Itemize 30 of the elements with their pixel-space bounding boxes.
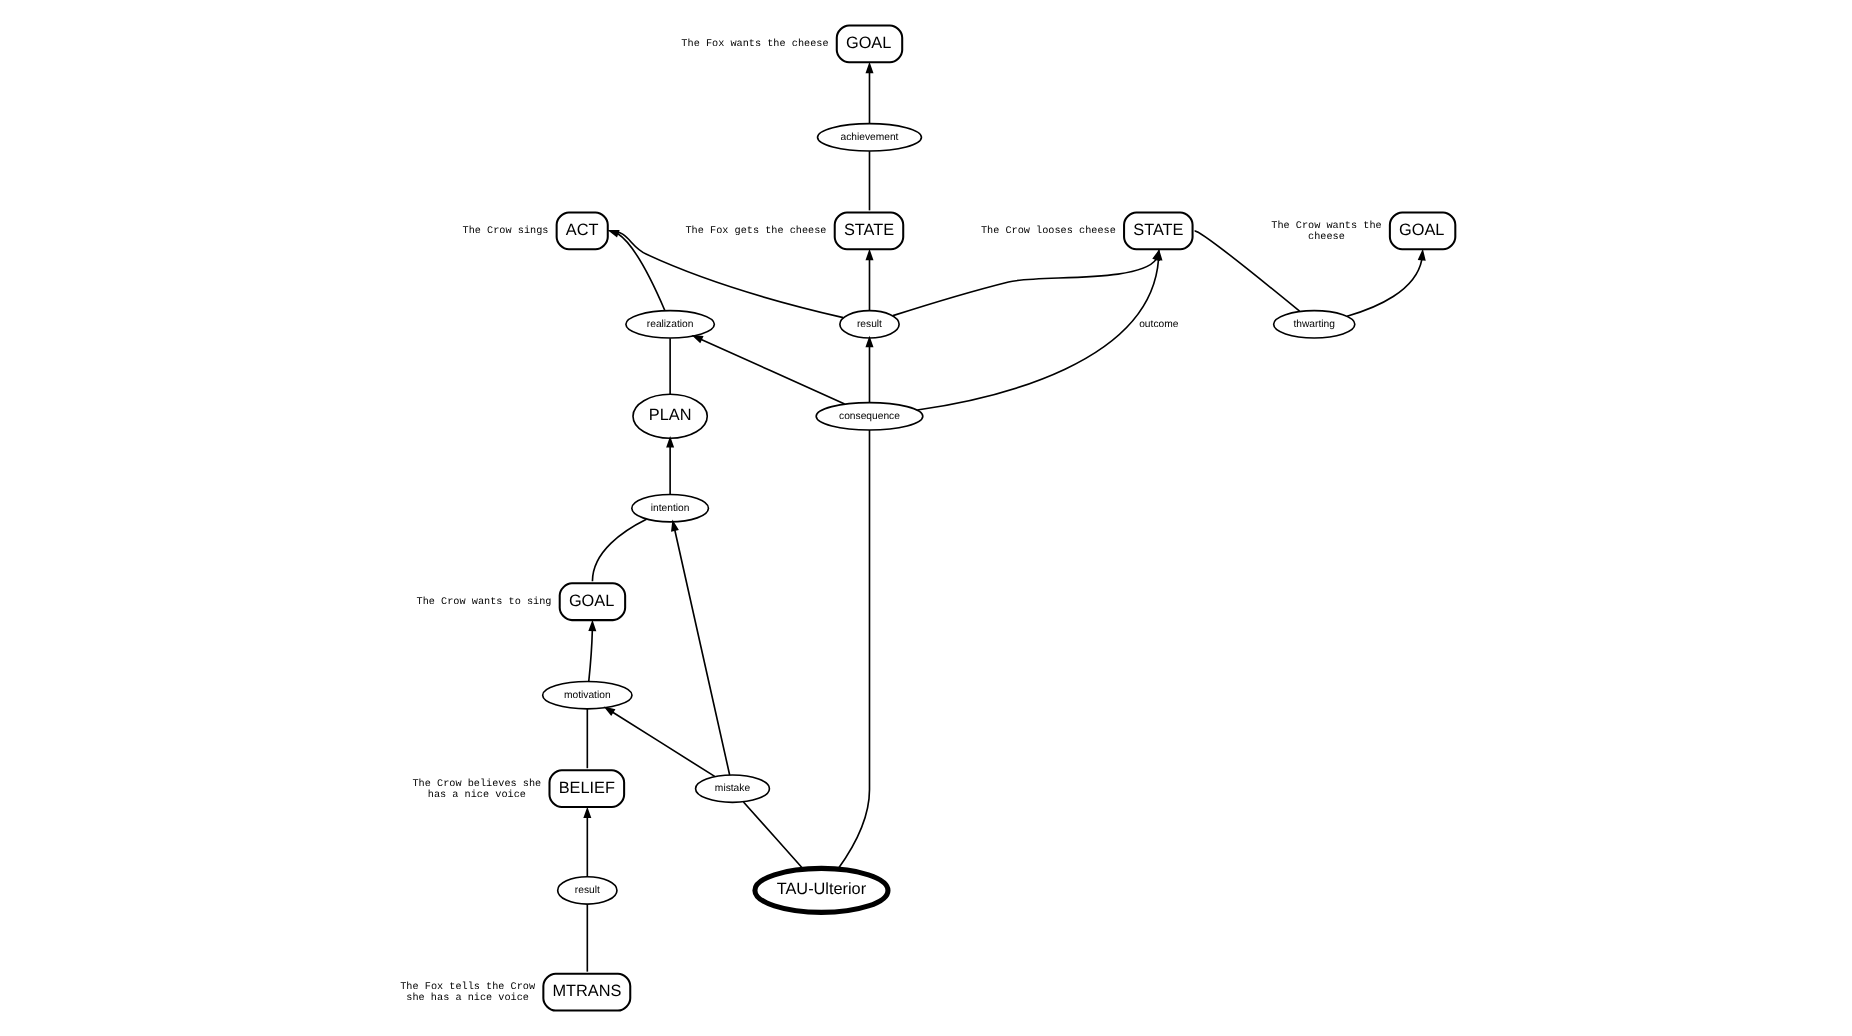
connector [741,801,804,870]
arrow [665,436,674,496]
node-box: ACT [554,211,608,251]
node-box: GOAL [1387,211,1456,251]
arrow [586,619,596,683]
node-ellipse: PLAN [631,393,708,440]
arrow [864,61,873,125]
arrow [602,706,715,778]
connector [668,337,670,395]
arrow [582,806,591,878]
node-box: STATE [1122,211,1193,251]
arrow [670,519,730,776]
arrow [864,248,873,312]
arrow [1345,248,1425,317]
node-ellipse: TAU-Ulterior [751,865,890,915]
connector [867,150,870,212]
node-box: MTRANS [541,972,631,1012]
connector [585,903,588,973]
connector [1192,230,1300,313]
connector [585,708,588,770]
node-box: GOAL [557,582,626,622]
arrow [690,335,845,405]
node-box: GOAL [834,24,903,64]
connector [836,429,870,870]
arrow [606,229,665,312]
arrow [864,335,873,404]
connector [608,230,844,319]
node-box: BELIEF [547,769,625,809]
connector [590,518,647,583]
node-box: STATE [832,211,904,251]
